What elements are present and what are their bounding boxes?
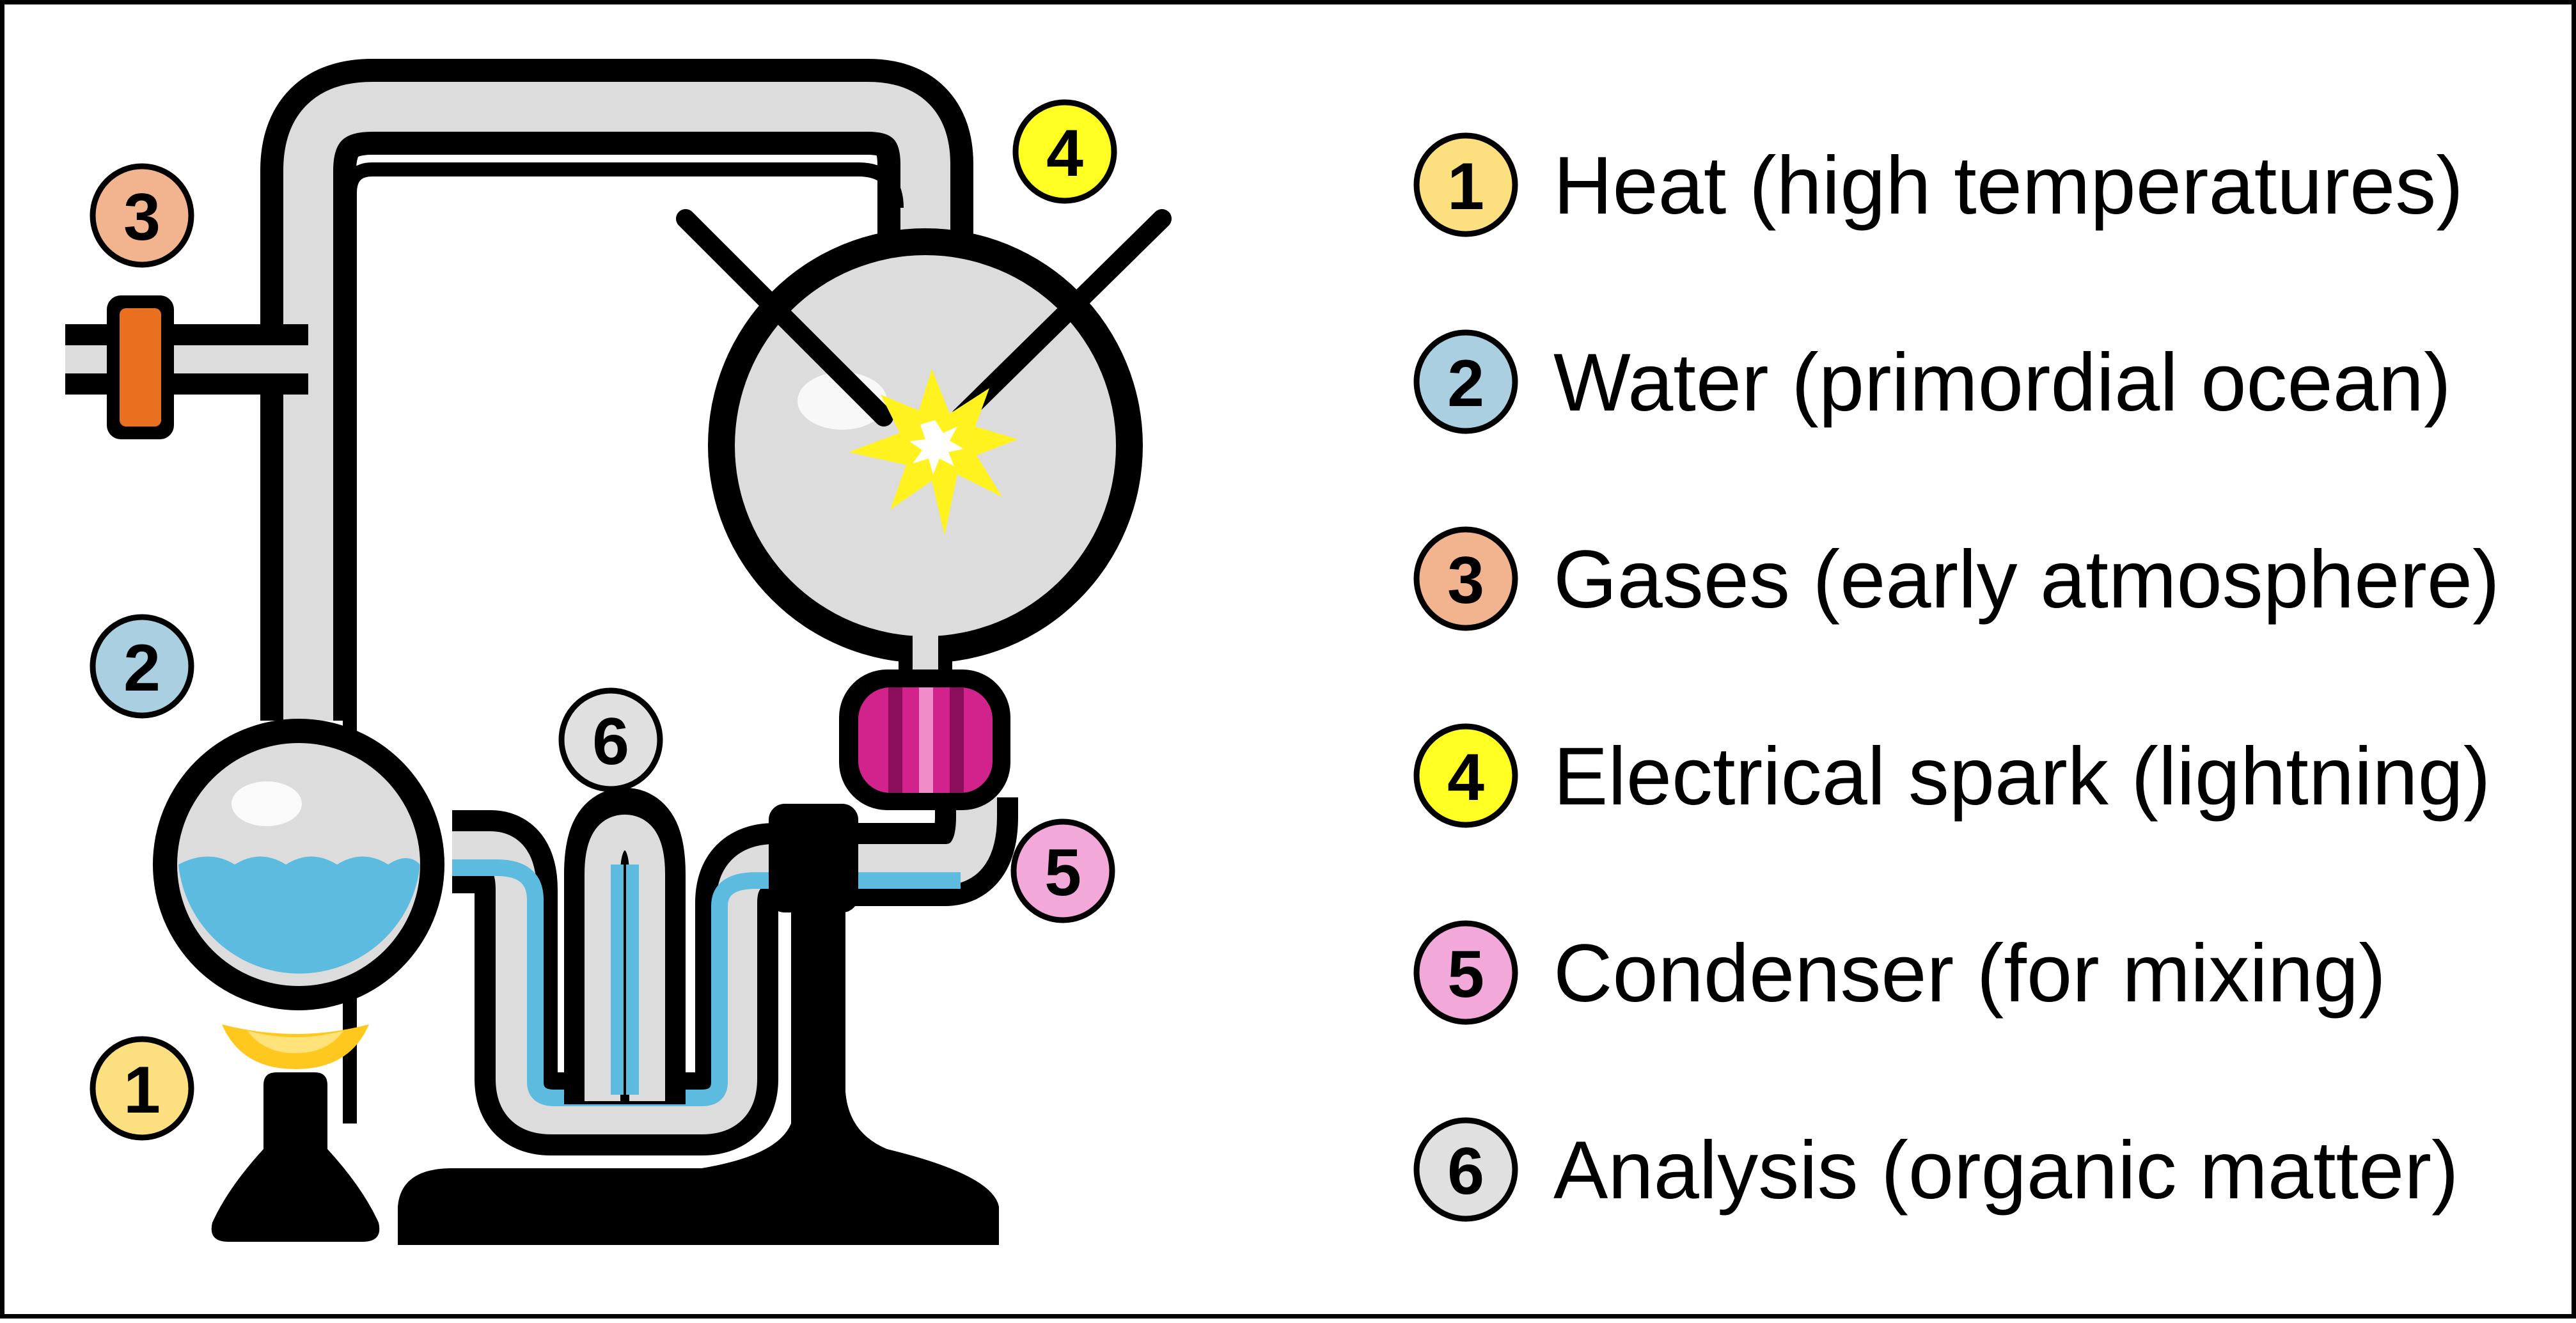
- miller-urey-apparatus-diagram: 1 2 3 4 5 6 1 Heat (high temperatures) 2…: [65, 59, 2500, 1245]
- diagram-label-3: 3: [90, 163, 194, 268]
- legend-label: Condenser (for mixing): [1553, 928, 2386, 1019]
- burner: [211, 1024, 380, 1242]
- svg-text:3: 3: [1447, 544, 1484, 618]
- svg-text:3: 3: [123, 180, 161, 254]
- gas-valve: [107, 295, 174, 439]
- electrical-spark: [849, 369, 1018, 535]
- svg-text:1: 1: [123, 1053, 161, 1127]
- legend-item-water: 2 Water (primordial ocean): [1413, 329, 2451, 434]
- diagram-label-6: 6: [558, 687, 663, 792]
- svg-text:2: 2: [123, 631, 161, 705]
- legend-item-analysis: 6 Analysis (organic matter): [1413, 1117, 2459, 1222]
- svg-text:6: 6: [592, 705, 629, 779]
- legend-item-condenser: 5 Condenser (for mixing): [1413, 920, 2386, 1025]
- svg-text:6: 6: [1447, 1134, 1484, 1209]
- svg-text:5: 5: [1447, 937, 1484, 1012]
- inner-rod: [343, 162, 904, 1123]
- electrodes: [676, 209, 1172, 427]
- diagram-label-5: 5: [1010, 818, 1115, 923]
- svg-text:4: 4: [1447, 740, 1484, 815]
- legend-label: Heat (high temperatures): [1553, 140, 2463, 231]
- legend-label: Electrical spark (lightning): [1553, 731, 2490, 822]
- legend-label: Analysis (organic matter): [1553, 1125, 2459, 1216]
- bottom-u-tube: [449, 775, 1018, 1155]
- legend: 1 Heat (high temperatures) 2 Water (prim…: [1413, 132, 2500, 1222]
- diagram-label-4: 4: [1012, 99, 1117, 204]
- water-flask: [153, 719, 444, 1010]
- legend-label: Gases (early atmosphere): [1553, 534, 2500, 625]
- legend-item-gases: 3 Gases (early atmosphere): [1413, 526, 2500, 631]
- legend-item-heat: 1 Heat (high temperatures): [1413, 132, 2463, 237]
- legend-item-spark: 4 Electrical spark (lightning): [1413, 723, 2490, 828]
- diagram-label-2: 2: [90, 614, 194, 719]
- svg-text:5: 5: [1044, 836, 1081, 910]
- svg-text:4: 4: [1046, 116, 1083, 191]
- svg-text:1: 1: [1447, 150, 1484, 224]
- top-tube: [65, 59, 973, 721]
- diagram-label-1: 1: [90, 1036, 194, 1141]
- svg-text:2: 2: [1447, 347, 1484, 421]
- condenser: [839, 669, 1010, 810]
- stand: [398, 804, 999, 1245]
- legend-label: Water (primordial ocean): [1553, 337, 2451, 428]
